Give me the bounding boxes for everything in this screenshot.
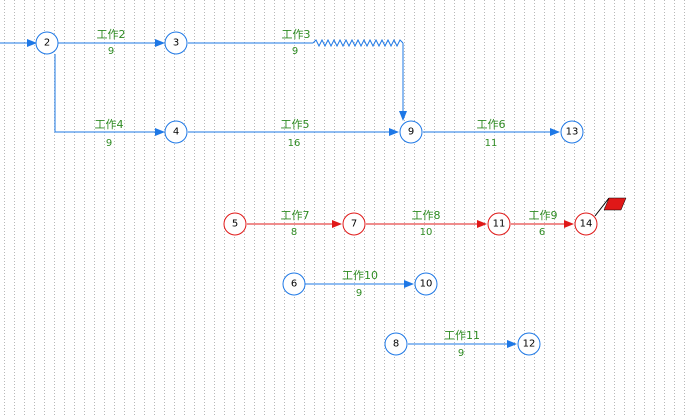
node-4-label: 4 [173,127,179,138]
node-5[interactable]: 5 [223,212,247,236]
node-12-label: 12 [523,339,536,350]
node-11[interactable]: 11 [487,212,511,236]
task-2-name: 工作2 [97,28,126,41]
task-7-name: 工作7 [281,209,310,222]
task-3-name: 工作3 [282,28,311,41]
task-2-duration: 9 [108,46,114,57]
edge-layer [0,38,574,348]
node-12[interactable]: 12 [517,332,541,356]
node-3[interactable]: 3 [164,31,188,55]
task-5-duration: 16 [288,138,301,149]
task-4-name: 工作4 [95,118,124,131]
end-flag-icon [594,197,627,217]
task-8-name: 工作8 [412,209,441,222]
node-4[interactable]: 4 [164,120,188,144]
node-7-label: 7 [351,219,357,230]
task-5-name: 工作5 [281,118,310,131]
node-6-label: 6 [291,279,297,290]
task-3-duration: 9 [292,46,298,57]
node-14-label: 14 [580,219,593,230]
task-11-duration: 9 [458,348,464,359]
task-9-name: 工作9 [529,209,558,222]
node-13-label: 13 [566,127,579,138]
task-7-duration: 8 [291,227,297,238]
task-3-free-float-wavy-line[interactable] [312,38,404,48]
task-4-arrow[interactable] [54,54,165,136]
node-3-label: 3 [173,38,179,49]
node-9-label: 9 [408,127,414,138]
task-9-duration: 6 [539,227,545,238]
task-label-layer: 工作2 9 工作3 9 工作4 9 工作5 16 工作6 11 工作7 8 工作… [95,28,558,359]
node-8-label: 8 [393,339,399,350]
task-6-duration: 11 [485,138,498,149]
node-10[interactable]: 10 [414,272,438,296]
task-6-name: 工作6 [477,118,506,131]
node-9[interactable]: 9 [399,120,423,144]
node-5-label: 5 [232,219,238,230]
node-13[interactable]: 13 [560,120,584,144]
node-6[interactable]: 6 [282,272,306,296]
node-layer: 2 3 4 9 13 5 7 11 [35,31,598,356]
node-7[interactable]: 7 [342,212,366,236]
task-10-name: 工作10 [342,269,378,282]
task-11-name: 工作11 [444,329,480,342]
node-14[interactable]: 14 [574,212,598,236]
node-8[interactable]: 8 [384,332,408,356]
node-10-label: 10 [420,279,433,290]
node-11-label: 11 [493,219,506,230]
task-8-duration: 10 [420,227,433,238]
node-2-label: 2 [44,38,50,49]
task-10-duration: 9 [356,288,362,299]
task-4-duration: 9 [106,138,112,149]
node-2[interactable]: 2 [35,31,59,55]
